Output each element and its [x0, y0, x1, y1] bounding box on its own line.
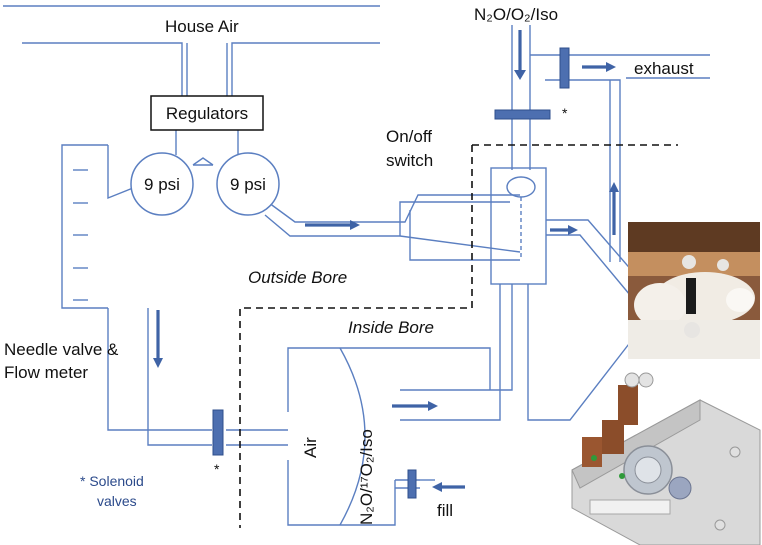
fill-label: fill [437, 501, 453, 520]
pressure-gauge-right [216, 152, 280, 216]
solenoid-valve-bottom [212, 409, 224, 456]
reservoir-gas-label: N₂O/¹⁷O₂/Iso [357, 429, 376, 525]
solenoid-valve-top [559, 47, 570, 89]
regulators-label: Regulators [166, 104, 248, 123]
air-label: Air [301, 437, 320, 458]
device-render [571, 372, 761, 545]
exhaust-label: exhaust [634, 59, 694, 78]
outside-bore-label: Outside Bore [248, 268, 347, 287]
needle-valve-label-2: Flow meter [4, 363, 88, 382]
gauge-left-label: 9 psi [144, 175, 180, 194]
gas-mix-top-label: N₂O/O₂/Iso [474, 5, 558, 24]
regulators-box [150, 95, 264, 131]
inside-bore-label: Inside Bore [348, 318, 434, 337]
valve-gas-line [494, 109, 551, 120]
pipe-network [3, 5, 710, 526]
pressure-gauge-left [130, 152, 194, 216]
house-air-label: House Air [165, 17, 239, 36]
switch-label-2: switch [386, 151, 433, 170]
switch-label-1: On/off [386, 127, 432, 146]
bore-boundary-left [239, 145, 473, 528]
gauge-right-label: 9 psi [230, 175, 266, 194]
animal-photo [628, 222, 760, 359]
asterisk-top: * [562, 105, 568, 121]
solenoid-label-1: * Solenoid [80, 473, 144, 489]
flow-arrows [153, 30, 619, 492]
solenoid-label-2: valves [97, 493, 137, 509]
asterisk-bottom: * [214, 461, 220, 477]
needle-valve-label-1: Needle valve & [4, 340, 119, 359]
fill-valve [407, 469, 417, 499]
